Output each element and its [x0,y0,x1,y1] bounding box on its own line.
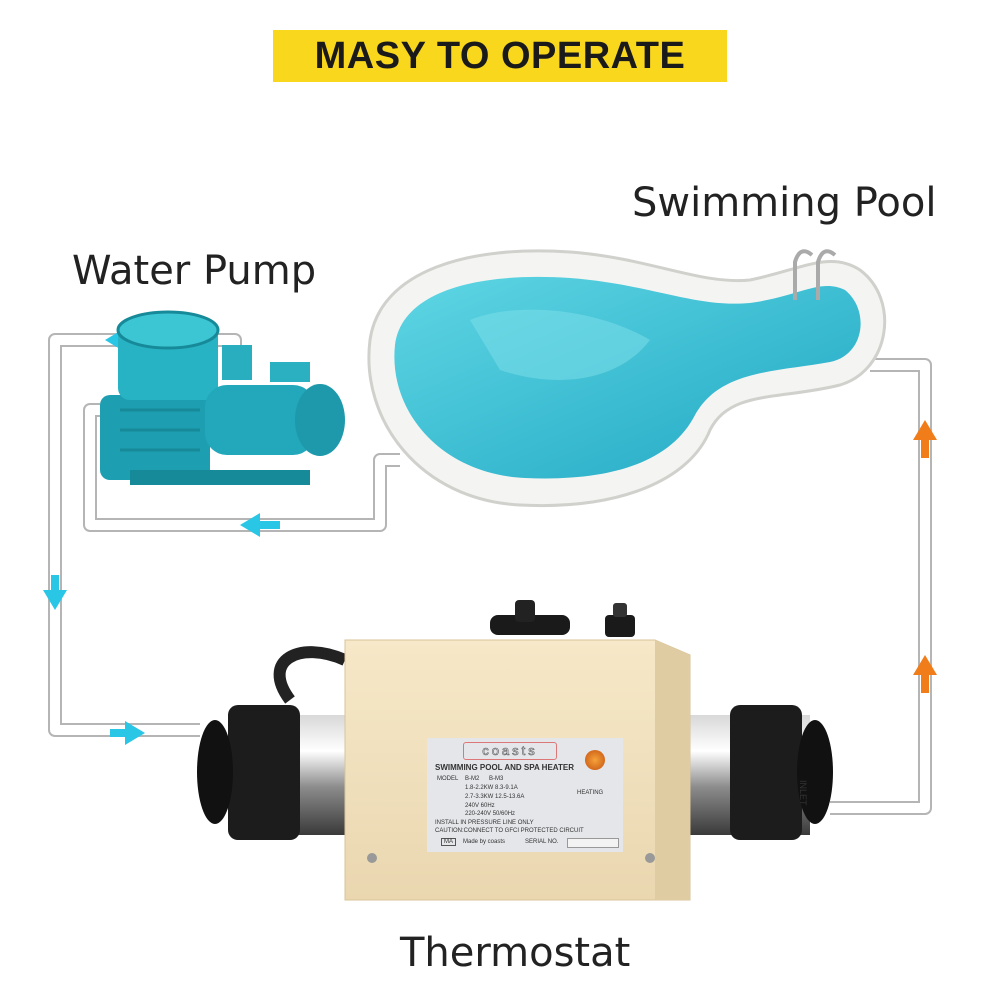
flow-arrow-up-icon [913,655,937,693]
flow-arrow-down-icon [43,575,67,610]
power-option: 2.7-3.3KW 12.5-13.6A [465,794,525,800]
heating-lamp-icon [585,750,605,770]
water-pump [100,310,345,485]
union-left [197,705,300,840]
brand-logo: coasts [463,742,557,760]
inlet-label: INLET [798,780,808,806]
made-by: Made by coasts [463,839,506,845]
flow-arrow-left-icon [240,513,280,537]
power-option: 1.8-2.2KW 8.3-9.1A [465,785,518,791]
pipe-right-loop [830,358,932,815]
model-label: MODEL [437,776,459,782]
ma-mark: MA [441,838,456,846]
model-option: B-M3 [489,776,504,782]
pool-ladder [793,249,837,300]
flow-arrow-right-icon [110,721,145,745]
headline-banner: MASY TO OPERATE [273,30,727,82]
install-note: INSTALL IN PRESSURE LINE ONLY [435,820,534,826]
label-water-pump: Water Pump [72,248,317,294]
thermostat-knob [490,600,570,635]
serial-label: SERIAL NO. [525,839,559,845]
voltage-option: 220-240V 50/60Hz [465,811,516,817]
power-knob [605,603,635,637]
heating-label: HEATING [577,790,604,796]
flow-arrow-up-icon [913,420,937,458]
heater-nameplate: coasts HEATING SWIMMING POOL AND SPA HEA… [427,738,623,852]
serial-field [567,838,619,848]
union-right [730,705,833,840]
swimming-pool [367,249,887,508]
nameplate-title: SWIMMING POOL AND SPA HEATER [435,763,574,772]
caution-note: CAUTION:CONNECT TO GFCI PROTECTED CIRCUI… [435,828,584,834]
label-thermostat: Thermostat [400,930,631,976]
label-swimming-pool: Swimming Pool [632,180,937,226]
model-option: B-M2 [465,776,480,782]
voltage-option: 240V 60Hz [465,803,495,809]
